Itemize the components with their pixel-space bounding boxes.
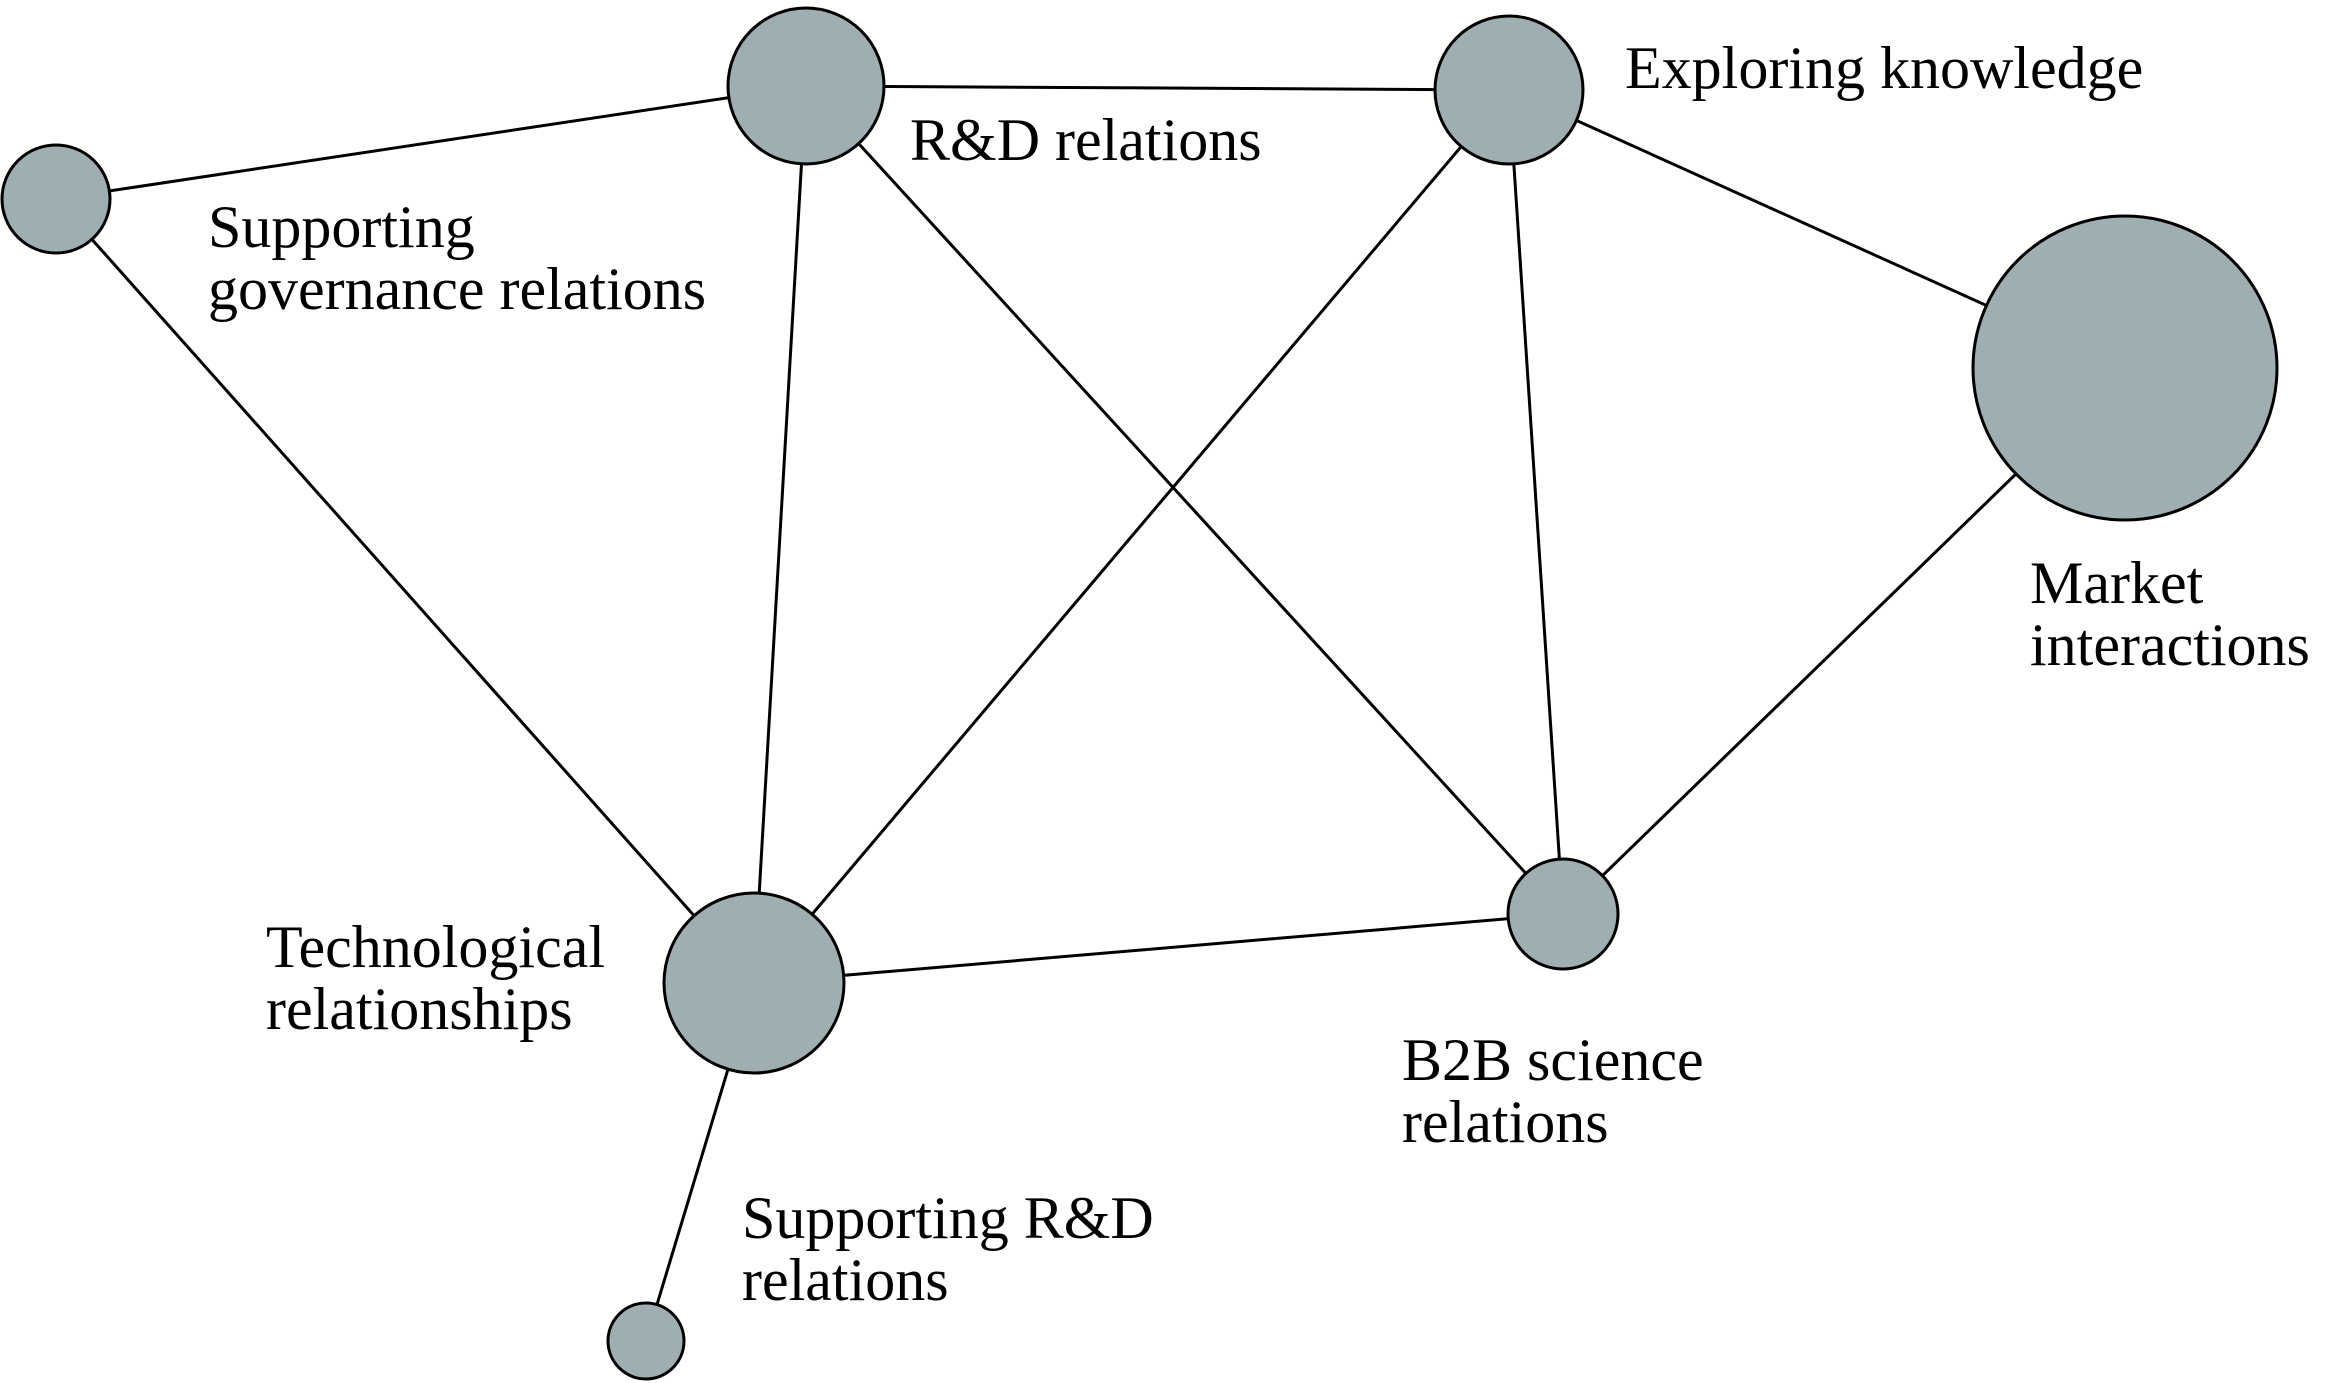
node-supporting-governance	[0, 143, 112, 255]
edge-technological-b2b-science	[753, 912, 1564, 985]
nodes-layer	[0, 6, 2279, 1381]
label-supporting-governance-line-1: Supporting	[208, 194, 475, 260]
label-supporting-rd-line-1: Supporting R&D	[742, 1185, 1154, 1251]
label-exploring-knowledge-line-1: Exploring knowledge	[1625, 35, 2143, 101]
node-supporting-rd	[606, 1301, 686, 1381]
label-supporting-governance-line-2: governance relations	[208, 256, 706, 322]
edge-supporting-governance-technological	[54, 198, 756, 984]
edge-exploring-knowledge-b2b-science	[1507, 89, 1565, 915]
label-technological-line-2: relationships	[266, 976, 573, 1042]
edge-supporting-governance-rd	[55, 84, 807, 201]
edge-rd-technological	[752, 85, 808, 984]
label-technological-line-1: Technological	[266, 914, 605, 980]
node-rd	[726, 6, 886, 166]
edge-exploring-knowledge-technological	[752, 89, 1511, 984]
label-rd-line-1: R&D relations	[910, 107, 1262, 173]
label-b2b-science-line-2: relations	[1402, 1089, 1609, 1155]
node-technological	[662, 891, 846, 1075]
node-b2b-science	[1506, 857, 1620, 971]
label-exploring-knowledge: Exploring knowledge	[1625, 35, 2143, 101]
label-supporting-rd-line-2: relations	[742, 1247, 949, 1313]
label-b2b-science-line-1: B2B science	[1402, 1027, 1704, 1093]
edge-rd-b2b-science	[804, 84, 1565, 916]
node-exploring-knowledge	[1433, 14, 1585, 166]
edge-rd-exploring-knowledge	[805, 84, 1510, 92]
label-rd: R&D relations	[910, 107, 1262, 173]
label-market-interactions-line-1: Market	[2030, 550, 2204, 616]
node-market-interactions	[1971, 214, 2279, 522]
label-market-interactions-line-2: interactions	[2030, 612, 2310, 678]
